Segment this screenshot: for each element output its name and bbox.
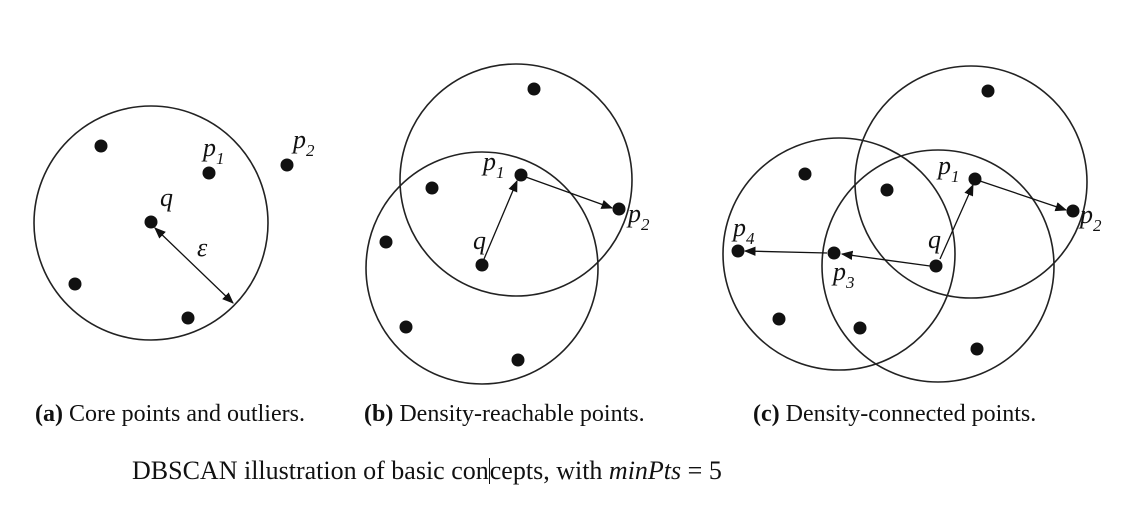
label-p1: p1 — [481, 147, 505, 182]
point — [527, 82, 541, 96]
label-p2: p2 — [626, 199, 650, 234]
point-q — [929, 259, 943, 273]
point — [880, 183, 894, 197]
label-q: q — [160, 183, 173, 212]
point — [511, 353, 525, 367]
point — [399, 320, 413, 334]
label-p1: p1 — [201, 133, 225, 168]
arrow-q-to-p1 — [939, 183, 974, 260]
point — [772, 312, 786, 326]
point-q — [475, 258, 489, 272]
label-p4: p4 — [731, 213, 755, 248]
point-p2 — [280, 158, 294, 172]
point-p1 — [202, 166, 216, 180]
point — [798, 167, 812, 181]
epsilon-neighborhood-circle — [33, 105, 269, 341]
point-p4 — [731, 244, 745, 258]
panel-b: p1 p2 q — [365, 63, 650, 385]
caption-text-start: DBSCAN illustration of basic con — [132, 456, 489, 485]
text-cursor — [488, 458, 490, 484]
neighborhood-circle-p3 — [722, 137, 956, 371]
label-q: q — [473, 226, 486, 255]
point-p2 — [1066, 204, 1080, 218]
arrow-p1-to-p2 — [976, 179, 1068, 212]
arrow-p3-to-p4 — [743, 246, 828, 256]
point — [981, 84, 995, 98]
label-epsilon: ε — [197, 233, 208, 262]
caption-text-end: cepts, with — [489, 456, 609, 485]
neighborhood-circle-p1 — [399, 63, 633, 297]
point-p1 — [514, 168, 528, 182]
caption-a: (a) Core points and outliers. — [35, 401, 305, 427]
point-p3 — [827, 246, 841, 260]
epsilon-radius-arrow — [154, 227, 234, 304]
point-p2 — [612, 202, 626, 216]
neighborhood-circle-p1 — [854, 65, 1088, 299]
point — [181, 311, 195, 325]
arrow-p1-to-p2 — [522, 175, 614, 209]
point — [379, 235, 393, 249]
neighborhood-circle-q — [821, 149, 1055, 383]
point — [853, 321, 867, 335]
point-p1 — [968, 172, 982, 186]
caption-math-var: minPts — [608, 456, 682, 485]
panel-a: p1 p2 q ε — [33, 105, 315, 341]
figure-caption[interactable]: DBSCAN illustration of basic concepts, w… — [132, 456, 722, 486]
point — [970, 342, 984, 356]
label-p2: p2 — [1078, 200, 1102, 235]
caption-c: (c) Density-connected points. — [753, 401, 1036, 427]
caption-b: (b) Density-reachable points. — [364, 401, 645, 427]
label-p3: p3 — [831, 257, 855, 292]
label-p1: p1 — [936, 151, 960, 186]
point-q — [144, 215, 158, 229]
label-q: q — [928, 225, 941, 254]
arrow-q-to-p1 — [483, 179, 518, 260]
label-p2: p2 — [291, 125, 315, 160]
arrow-q-to-p3 — [840, 250, 931, 267]
neighborhood-circle-q — [365, 151, 599, 385]
point — [425, 181, 439, 195]
point — [94, 139, 108, 153]
panel-c: p1 p2 p3 p4 q — [722, 65, 1102, 383]
point — [68, 277, 82, 291]
caption-math-rest: = 5 — [681, 456, 722, 485]
